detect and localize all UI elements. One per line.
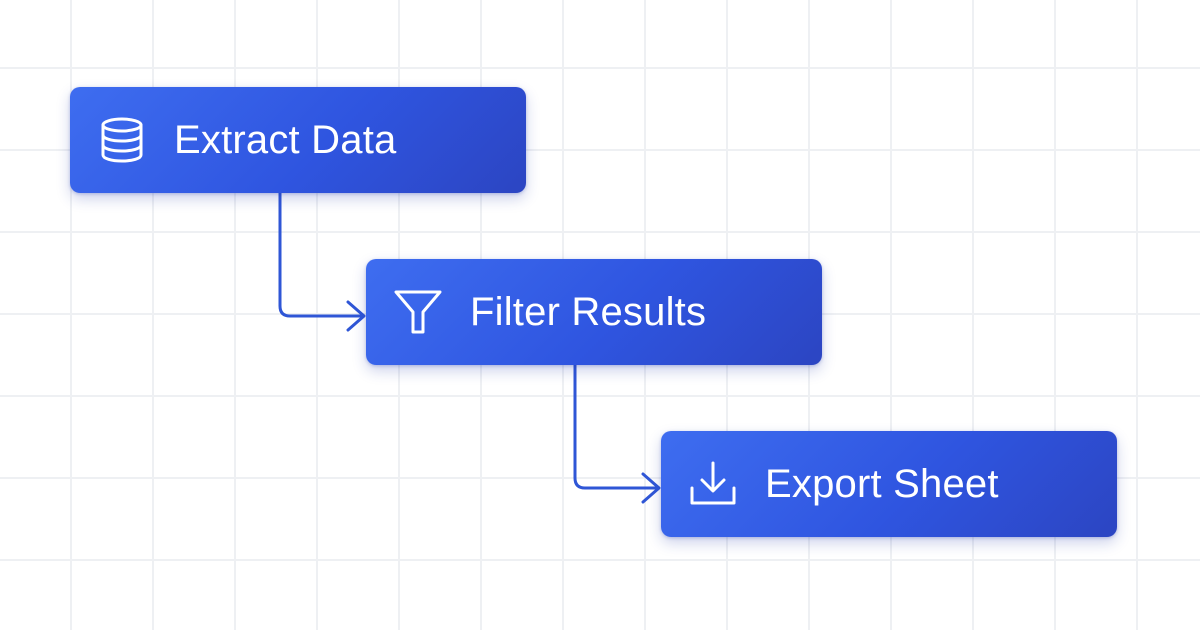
node-label: Extract Data — [174, 117, 397, 162]
node-export-sheet[interactable]: Export Sheet — [661, 431, 1117, 537]
funnel-icon — [392, 286, 444, 338]
node-filter-results[interactable]: Filter Results — [366, 259, 822, 365]
connector-extract-to-filter — [278, 191, 364, 318]
node-label: Filter Results — [470, 289, 707, 334]
arrowhead-filter — [346, 300, 366, 332]
connector-filter-to-export — [573, 363, 659, 490]
arrowhead-export — [641, 472, 661, 504]
node-label: Export Sheet — [765, 461, 999, 506]
database-icon — [96, 114, 148, 166]
download-icon — [687, 458, 739, 510]
node-extract-data[interactable]: Extract Data — [70, 87, 526, 193]
